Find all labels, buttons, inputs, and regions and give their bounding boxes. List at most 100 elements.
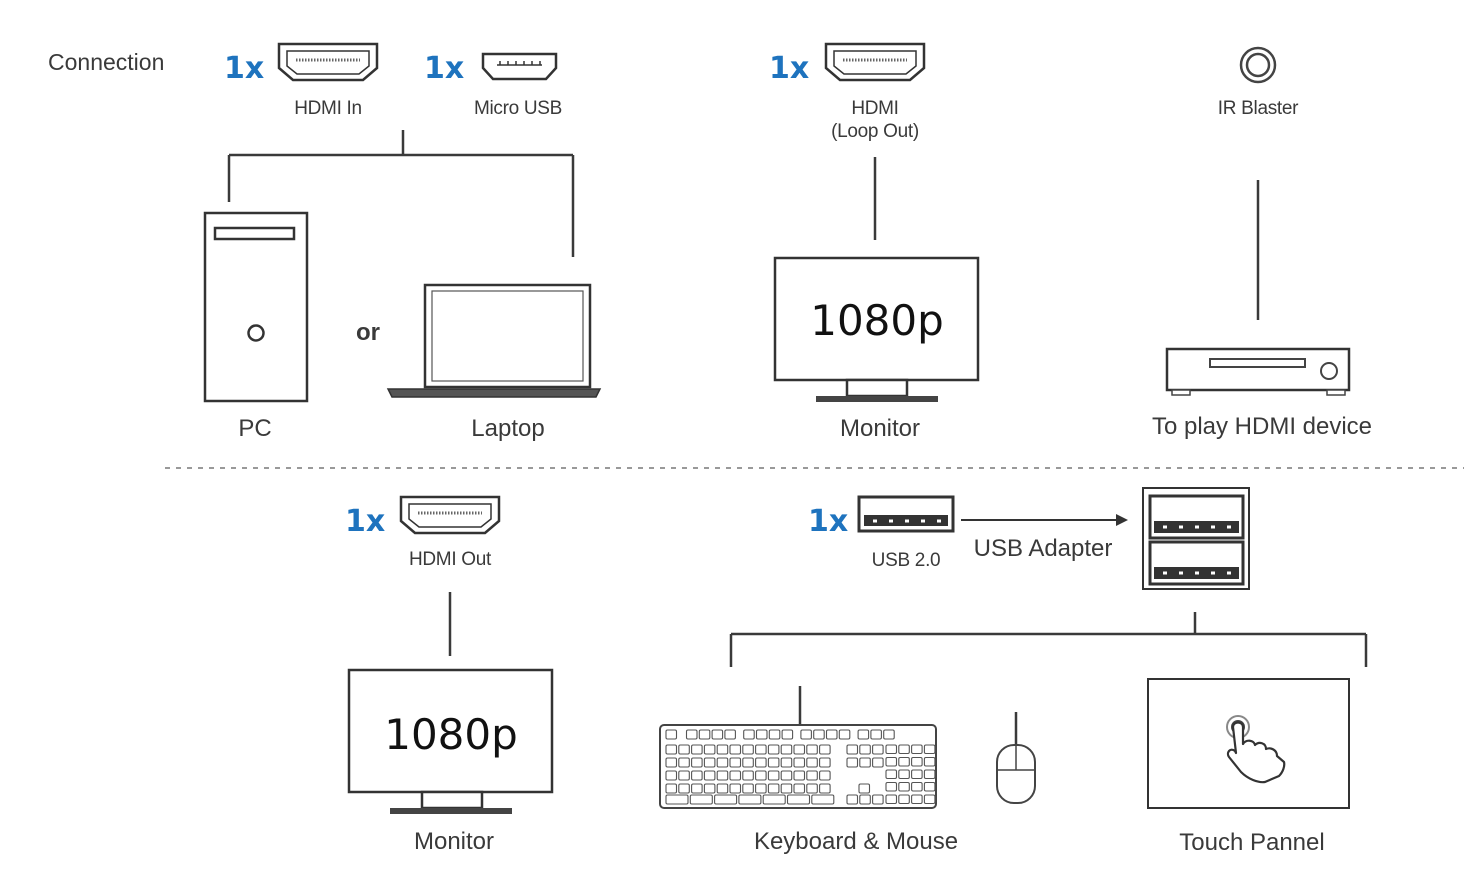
keyboard-key xyxy=(780,744,793,755)
keyboard-key xyxy=(711,729,724,740)
keyboard-key xyxy=(738,794,762,805)
keyboard-key xyxy=(859,744,871,755)
keyboard-key xyxy=(806,757,818,768)
keyboard-key xyxy=(786,794,811,805)
keyboard-key xyxy=(793,757,806,768)
keyboard-key xyxy=(819,757,831,768)
keyboard-key xyxy=(819,744,831,755)
keyboard-key xyxy=(846,757,859,768)
keyboard-key xyxy=(665,794,689,805)
ir-blaster-icon xyxy=(1239,46,1277,84)
laptop-label: Laptop xyxy=(471,415,544,442)
keyboard-key xyxy=(846,744,859,755)
monitor-bottom-label: Monitor xyxy=(414,828,494,855)
laptop-icon xyxy=(386,283,602,398)
keyboard-key xyxy=(767,770,780,781)
keyboard-key xyxy=(911,744,923,755)
hdmi-loop-port-icon xyxy=(824,42,926,82)
keyboard-key xyxy=(755,783,767,794)
keyboard-key xyxy=(742,783,754,794)
usb-adapter-arrow xyxy=(961,514,1128,526)
keyboard-key xyxy=(689,794,713,805)
keyboard-key xyxy=(716,783,729,794)
keyboard-key xyxy=(678,770,690,781)
keyboard-key xyxy=(872,757,884,768)
touch-hand-icon xyxy=(1226,715,1286,784)
keyboard-key xyxy=(911,794,923,805)
keyboard-key xyxy=(923,744,936,755)
keyboard-key xyxy=(923,794,936,805)
keyboard-key xyxy=(780,757,793,768)
keyboard-key xyxy=(793,783,806,794)
keyboard-key xyxy=(885,781,898,792)
keyboard-key xyxy=(898,794,910,805)
hdmi-loop-label-line1: HDMI xyxy=(851,98,898,119)
keyboard-key xyxy=(872,794,884,805)
keyboard-key xyxy=(898,756,910,767)
keyboard-key xyxy=(883,729,895,740)
keyboard-key xyxy=(885,769,898,780)
keyboard-key xyxy=(716,757,729,768)
usb-adapter-label: USB Adapter xyxy=(974,535,1113,562)
keyboard-key xyxy=(898,781,910,792)
keyboard-key xyxy=(923,781,936,792)
keyboard-key xyxy=(755,744,767,755)
keyboard-key xyxy=(678,744,690,755)
keyboard-key xyxy=(703,744,716,755)
keyboard-key xyxy=(691,783,703,794)
keyboard-key xyxy=(813,729,825,740)
keyboard-key xyxy=(691,757,703,768)
keyboard-key xyxy=(870,729,882,740)
keyboard-key xyxy=(911,756,923,767)
keyboard-key xyxy=(819,770,831,781)
micro-usb-qty: 1x xyxy=(424,51,464,86)
ir-blaster-label: IR Blaster xyxy=(1218,98,1299,119)
keyboard-key xyxy=(911,769,923,780)
keyboard-key xyxy=(838,729,851,740)
hdmi-out-label: HDMI Out xyxy=(409,549,492,570)
touch-panel-label: Touch Pannel xyxy=(1179,829,1324,856)
keyboard-key xyxy=(859,757,871,768)
keyboard-key xyxy=(911,781,923,792)
keyboard-key xyxy=(678,757,690,768)
keyboard-key xyxy=(729,783,742,794)
keyboard-key xyxy=(793,770,806,781)
keyboard-key xyxy=(767,744,780,755)
keyboard-key xyxy=(729,744,742,755)
hdmi-out-port-icon xyxy=(399,495,501,535)
keyboard-key xyxy=(846,794,859,805)
keyboard-key xyxy=(923,769,936,780)
usb20-qty: 1x xyxy=(808,504,848,539)
keyboard-key xyxy=(859,794,871,805)
keyboard-key xyxy=(762,794,786,805)
keyboard-key xyxy=(691,770,703,781)
pc-tower-icon xyxy=(203,211,309,403)
hdmi-in-label: HDMI In xyxy=(294,98,362,119)
micro-usb-label: Micro USB xyxy=(474,98,562,119)
keyboard-key xyxy=(768,729,781,740)
hdmi-loop-label-line2: (Loop Out) xyxy=(831,121,919,142)
usb20-port-icon xyxy=(857,495,955,533)
keyboard-key xyxy=(872,744,884,755)
keyboard-key xyxy=(742,744,754,755)
keyboard-key xyxy=(780,770,793,781)
keyboard-key xyxy=(800,729,812,740)
monitor-top-resolution: 1080p xyxy=(810,296,944,345)
keyboard-key xyxy=(665,783,678,794)
keyboard-key xyxy=(729,770,742,781)
keyboard-key xyxy=(703,783,716,794)
keyboard-key xyxy=(806,770,818,781)
keyboard-key xyxy=(806,783,818,794)
section-label: Connection xyxy=(48,49,164,75)
player-label: To play HDMI device xyxy=(1152,413,1372,440)
keyboard-icon xyxy=(659,724,937,809)
keyboard-key xyxy=(678,783,690,794)
keyboard-key xyxy=(885,744,898,755)
keyboard-key xyxy=(898,744,910,755)
keyboard-key xyxy=(716,744,729,755)
usb-hub-icon xyxy=(1142,487,1250,590)
usb20-label: USB 2.0 xyxy=(872,550,941,571)
keyboard-key xyxy=(742,757,754,768)
keyboard-mouse-cables xyxy=(798,686,1018,748)
keyboard-key xyxy=(691,744,703,755)
